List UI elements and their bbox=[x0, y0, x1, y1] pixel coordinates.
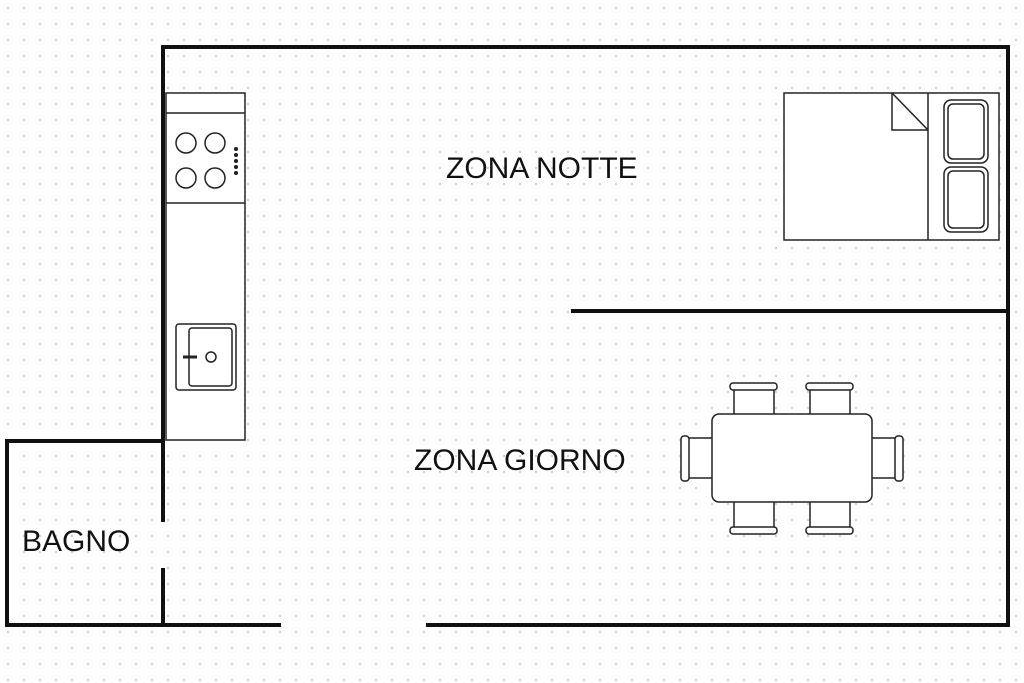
sink-icon bbox=[175, 323, 237, 391]
room-label-bagno: BAGNO bbox=[22, 525, 130, 558]
walls bbox=[5, 45, 1010, 627]
chair-icon bbox=[680, 382, 904, 535]
stove-icon bbox=[175, 132, 239, 189]
pillow-icon bbox=[943, 99, 989, 233]
room-label-zona-notte: ZONA NOTTE bbox=[446, 152, 638, 185]
dining-table-icon bbox=[711, 413, 873, 503]
room-label-zona-giorno: ZONA GIORNO bbox=[414, 444, 626, 477]
